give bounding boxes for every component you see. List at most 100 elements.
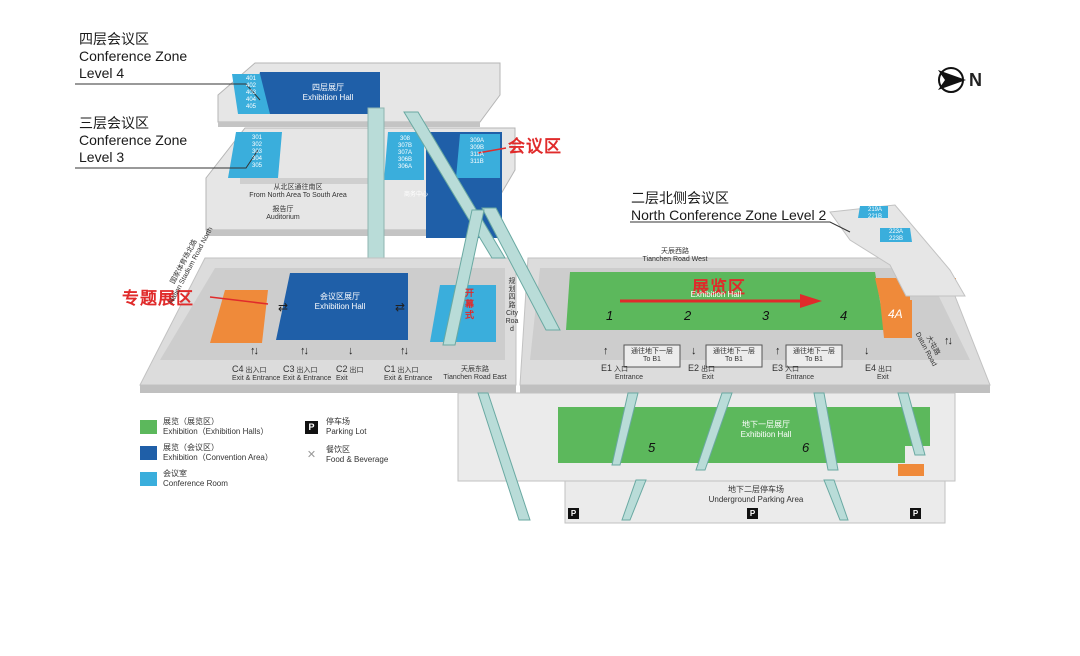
parking-label: 地下二层停车场 Underground Parking Area bbox=[696, 485, 816, 505]
room-404: 404 bbox=[245, 97, 256, 103]
legend-label-en: Exhibition（Convention Area） bbox=[163, 453, 273, 462]
to-b1-box-3[interactable]: 通往地下一层 To B1 bbox=[786, 348, 842, 364]
entrance-e2[interactable]: E2 出口 Exit bbox=[688, 364, 715, 382]
hall-3: 3 bbox=[762, 308, 770, 323]
north2-title-cn: 二层北侧会议区 bbox=[631, 190, 729, 206]
conv-hall-label: 会议区展厅 Exhibition Hall bbox=[300, 292, 380, 312]
entrance-e4[interactable]: E4 出口 Exit bbox=[865, 364, 892, 382]
entrance-e3[interactable]: E3 入口 Entrance bbox=[772, 364, 814, 382]
room-309a: 309A bbox=[469, 138, 484, 144]
entrance-c4[interactable]: C4 出入口 Exit & Entrance bbox=[232, 365, 280, 383]
entrance-code: E3 bbox=[772, 363, 784, 373]
level3-title-cn: 三层会议区 bbox=[79, 115, 149, 131]
legend-item-convention-area: 展览（会议区） Exhibition（Convention Area） bbox=[140, 443, 273, 463]
entrance-cn: 出口 bbox=[877, 366, 892, 373]
compass-arrow bbox=[938, 70, 966, 90]
to-b1-cn: 通往地下一层 bbox=[793, 348, 835, 355]
entrance-cn: 出入口 bbox=[245, 367, 267, 374]
hall-4: 4 bbox=[840, 308, 848, 323]
up-arrow-icon: ↑ bbox=[775, 345, 781, 357]
down-arrow-icon: ↓ bbox=[691, 345, 697, 357]
basement-hall-en: Exhibition Hall bbox=[740, 430, 792, 439]
level3-title-en1: Conference Zone bbox=[79, 132, 188, 148]
legend-item-exhibition-halls: 展览（展览区） Exhibition（Exhibition Halls） bbox=[140, 417, 273, 437]
legend-label-cn: 展览（会议区） bbox=[163, 443, 219, 452]
room-307a: 307A bbox=[397, 150, 412, 156]
level3-rooms-left: 301 302 303 304 305 bbox=[244, 135, 270, 170]
entrance-c3[interactable]: C3 出入口 Exit & Entrance bbox=[283, 365, 331, 383]
hall-1: 1 bbox=[606, 308, 614, 323]
level4-hall-shape bbox=[250, 72, 380, 114]
north2-rooms-b: 223A 223B bbox=[882, 229, 910, 243]
entrance-code: E1 bbox=[601, 363, 613, 373]
north2-title-en: North Conference Zone Level 2 bbox=[631, 207, 827, 223]
north-to-south-cn: 从北区通往南区 bbox=[273, 184, 323, 191]
legend-item-food: ✕ 餐饮区 Food & Beverage bbox=[305, 445, 388, 465]
to-b1-box-2[interactable]: 通往地下一层 To B1 bbox=[706, 348, 762, 364]
city-road-cn: 规划四路 bbox=[508, 278, 516, 309]
legend-label-cn: 会议室 bbox=[163, 469, 187, 478]
entrance-code: C3 bbox=[283, 364, 295, 374]
entrance-cn: 入口 bbox=[613, 366, 628, 373]
hall-4a: 4A bbox=[888, 307, 903, 321]
bidirectional-arrow-icon: ⇄ bbox=[278, 300, 289, 314]
legend-label-cn: 停车场 bbox=[326, 417, 350, 426]
legend: 展览（展览区） Exhibition（Exhibition Halls） 展览（… bbox=[140, 417, 273, 489]
road-west-cn: 天辰西路 bbox=[661, 248, 689, 255]
parking-p-icon: P bbox=[910, 508, 921, 519]
room-309b: 309B bbox=[469, 145, 484, 151]
city-road-en: City Road bbox=[505, 310, 519, 333]
room-219a: 219A bbox=[867, 207, 882, 213]
room-221b: 221B bbox=[867, 214, 882, 220]
to-b1-en: To B1 bbox=[725, 356, 743, 363]
legend-label-en: Food & Beverage bbox=[326, 455, 389, 464]
room-307b: 307B bbox=[397, 143, 412, 149]
room-304: 304 bbox=[251, 156, 262, 162]
to-b1-cn: 通往地下一层 bbox=[631, 348, 673, 355]
hall-2: 2 bbox=[684, 308, 692, 323]
auditorium-en: Auditorium bbox=[266, 214, 300, 221]
auditorium-cn: 报告厅 bbox=[272, 206, 294, 213]
legend-label-en: Parking Lot bbox=[326, 427, 367, 436]
entrance-c2[interactable]: C2 出口 Exit bbox=[336, 365, 363, 383]
entrance-c1[interactable]: C1 出入口 Exit & Entrance bbox=[384, 365, 432, 383]
level4-title-en2: Level 4 bbox=[79, 65, 125, 81]
entrance-en: Exit bbox=[336, 375, 348, 382]
exhibition-zone-callout: 展览区 bbox=[692, 278, 746, 297]
north-to-south-en: From North Area To South Area bbox=[249, 192, 347, 199]
to-b1-cn: 通往地下一层 bbox=[713, 348, 755, 355]
updown-arrow-icon: ↑↓ bbox=[944, 335, 953, 347]
down-arrow-icon: ↓ bbox=[864, 345, 870, 357]
legend-label-cn: 展览（展览区） bbox=[163, 417, 219, 426]
room-308: 308 bbox=[399, 136, 410, 142]
legend-label-en: Conference Room bbox=[163, 479, 228, 488]
north-level2-plate bbox=[829, 204, 966, 297]
room-305: 305 bbox=[251, 163, 262, 169]
room-306a: 306A bbox=[397, 164, 412, 170]
basement-hall-cn: 地下一层展厅 bbox=[742, 420, 790, 429]
entrance-cn: 出入口 bbox=[296, 367, 318, 374]
room-311b: 311B bbox=[470, 159, 484, 165]
road-west-en: Tianchen Road West bbox=[642, 256, 708, 263]
legend-swatch-blue bbox=[140, 446, 157, 460]
compass-north-label: N bbox=[969, 70, 982, 90]
entrance-e1[interactable]: E1 入口 Entrance bbox=[601, 364, 643, 382]
conference-area-callout: 会议区 bbox=[508, 137, 562, 156]
room-306b: 306B bbox=[397, 157, 412, 163]
level4-hall-en: Exhibition Hall bbox=[302, 93, 354, 102]
entrance-code: C2 bbox=[336, 364, 348, 374]
entrance-code: E4 bbox=[865, 363, 877, 373]
basement-halls-shape bbox=[558, 407, 930, 463]
level4-rooms: 401 402 403 404 405 bbox=[238, 76, 264, 111]
hall-6: 6 bbox=[802, 440, 810, 455]
fork-knife-icon: ✕ bbox=[306, 448, 317, 461]
legend-item-parking: P 停车场 Parking Lot bbox=[305, 417, 388, 437]
north2-rooms-a: 219A 221B bbox=[862, 207, 888, 221]
legend-swatch-cyan bbox=[140, 472, 157, 486]
to-b1-box-1[interactable]: 通往地下一层 To B1 bbox=[624, 348, 680, 364]
conv-hall-shape bbox=[276, 273, 408, 340]
level4-title-en1: Conference Zone bbox=[79, 48, 188, 64]
up-arrow-icon: ↑ bbox=[603, 345, 609, 357]
business-center-label: 商务中心 bbox=[403, 192, 428, 198]
entrance-code: C4 bbox=[232, 364, 244, 374]
